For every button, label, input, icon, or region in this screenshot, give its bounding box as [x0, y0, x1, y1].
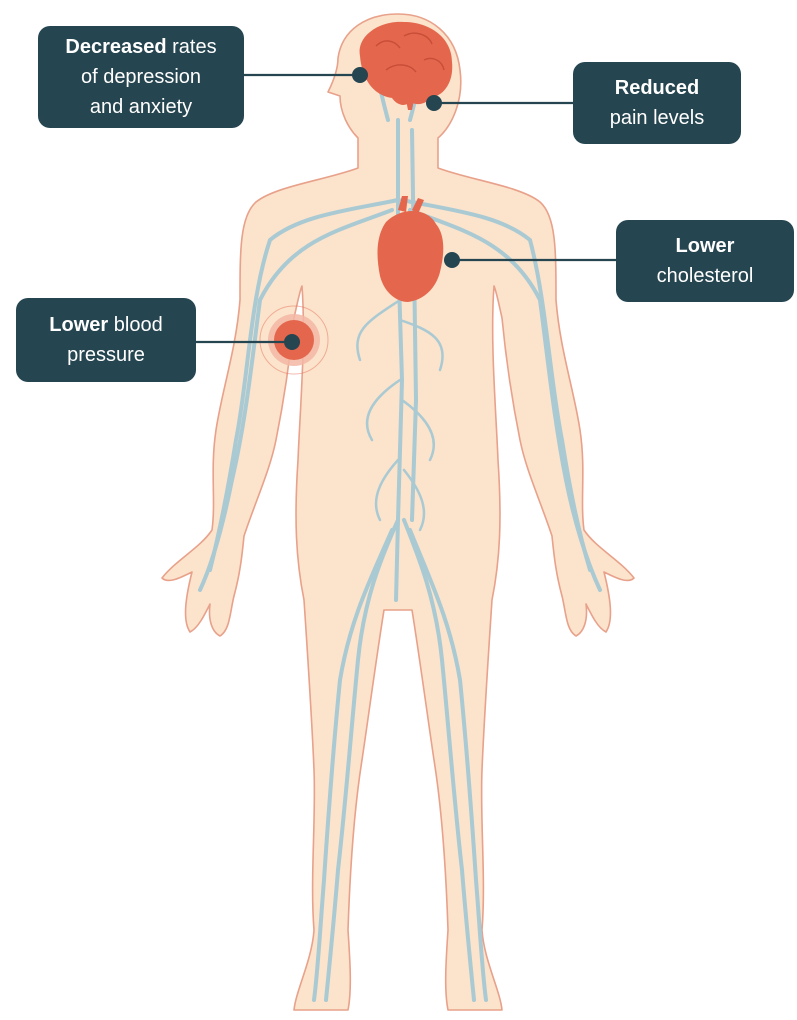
callout-blood-pressure: Lower blood pressure — [16, 298, 196, 382]
callout-depression-anxiety: Decreased rates of depression and anxiet… — [38, 26, 244, 128]
pain-leader-dot — [426, 95, 442, 111]
callout-depression-bold: Decreased — [65, 36, 166, 58]
callout-cholesterol: Lower cholesterol — [616, 220, 794, 302]
brain-leader-dot — [352, 67, 368, 83]
heart-leader-dot — [444, 252, 460, 268]
callout-pain-bold: Reduced — [615, 77, 699, 99]
callout-cholesterol-line2: cholesterol — [616, 261, 794, 291]
callout-blood-rest: blood — [108, 314, 163, 336]
blood-vessels — [200, 40, 600, 1000]
callout-depression-rest: rates — [167, 36, 217, 58]
callout-depression-line2: of depression — [38, 62, 244, 92]
callout-pain-line2: pain levels — [573, 103, 741, 133]
callout-pain-line1: Reduced — [573, 73, 741, 103]
callout-cholesterol-bold: Lower — [676, 235, 735, 257]
callout-depression-line3: and anxiety — [38, 92, 244, 122]
callout-blood-bold: Lower — [49, 314, 108, 336]
callout-depression-line1: Decreased rates — [38, 32, 244, 62]
callout-blood-line2: pressure — [16, 340, 196, 370]
callout-blood-line1: Lower blood — [16, 310, 196, 340]
callout-pain-levels: Reduced pain levels — [573, 62, 741, 144]
callout-cholesterol-line1: Lower — [616, 231, 794, 261]
blood-leader-dot — [284, 334, 300, 350]
